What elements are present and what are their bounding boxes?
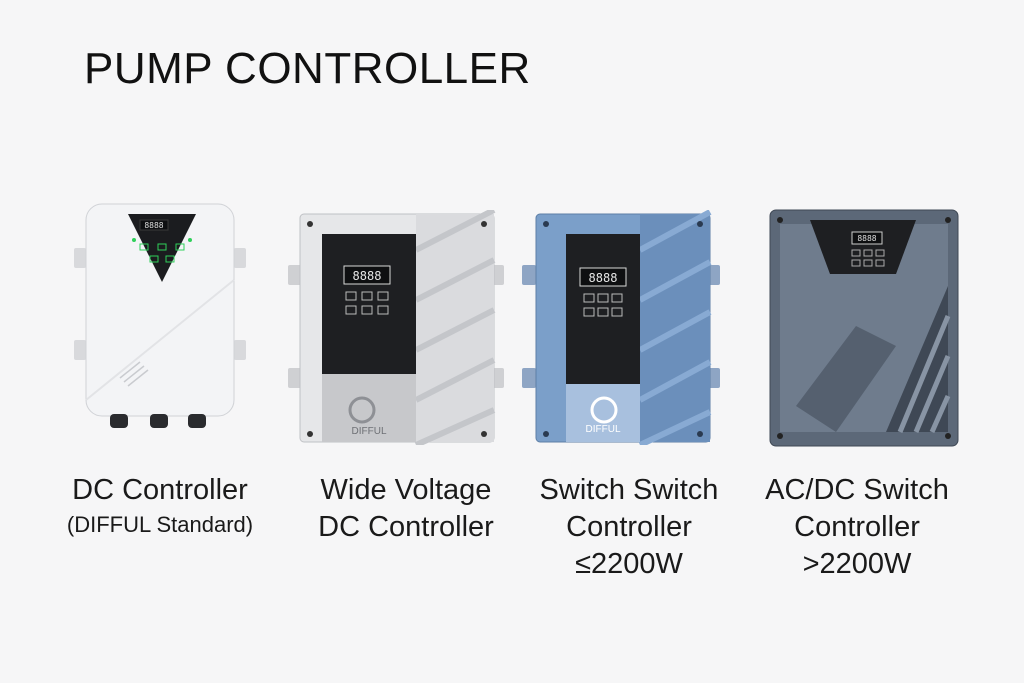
caption-switch-controller: Switch Switch Controller ≤2200W	[524, 472, 734, 583]
brand-label: DIFFUL	[586, 424, 621, 435]
acdc-controller-image: 8888	[769, 209, 959, 447]
mount-bracket-right-bottom	[234, 340, 246, 360]
cable-gland-1	[110, 414, 128, 428]
led-display-text: 8888	[144, 221, 163, 230]
control-panel	[810, 220, 916, 274]
caption-line: Controller	[794, 511, 920, 543]
caption-wide-voltage: Wide Voltage DC Controller	[296, 472, 516, 546]
mount-bracket-left-bottom	[74, 340, 86, 360]
product-acdc-controller[interactable]: 8888	[766, 206, 962, 450]
mount-bracket-left-top	[74, 248, 86, 268]
cable-gland-2	[150, 414, 168, 428]
page-title: PUMP CONTROLLER	[84, 44, 531, 93]
wide-voltage-controller-image: 8888 DIFFUL	[288, 210, 504, 445]
brand-logo-icon	[348, 396, 376, 424]
product-dc-controller[interactable]: 8888	[70, 200, 250, 432]
switch-controller-image: 8888 DIFFUL	[522, 210, 720, 445]
caption-sub: (DIFFUL Standard)	[66, 512, 254, 537]
brand-label: DIFFUL	[352, 426, 387, 437]
caption-dc-controller: DC Controller (DIFFUL Standard)	[44, 472, 276, 541]
led-display-text: 8888	[857, 234, 876, 243]
control-panel	[322, 234, 416, 374]
brand-logo-icon	[590, 396, 618, 424]
product-wide-voltage[interactable]: 8888 DIFFUL	[286, 210, 506, 445]
caption-line: Wide Voltage	[320, 474, 492, 506]
caption-line: DC Controller	[318, 511, 494, 543]
control-panel	[566, 234, 640, 384]
dc-controller-image: 8888	[74, 203, 246, 428]
led-display-text: 8888	[589, 271, 618, 285]
caption-line: AC/DC Switch	[765, 474, 949, 506]
mount-bracket-right-top	[234, 248, 246, 268]
product-switch-controller[interactable]: 8888 DIFFUL	[520, 210, 720, 445]
led-display-text: 8888	[353, 269, 382, 283]
caption-line: Controller	[566, 511, 692, 543]
caption-line: >2200W	[802, 548, 912, 580]
caption-line: DC Controller	[72, 474, 248, 506]
control-panel-triangle	[128, 214, 196, 282]
caption-line: Switch Switch	[539, 474, 719, 506]
caption-acdc-controller: AC/DC Switch Controller >2200W	[752, 472, 962, 583]
caption-line: ≤2200W	[575, 548, 683, 580]
cable-gland-3	[188, 414, 206, 428]
